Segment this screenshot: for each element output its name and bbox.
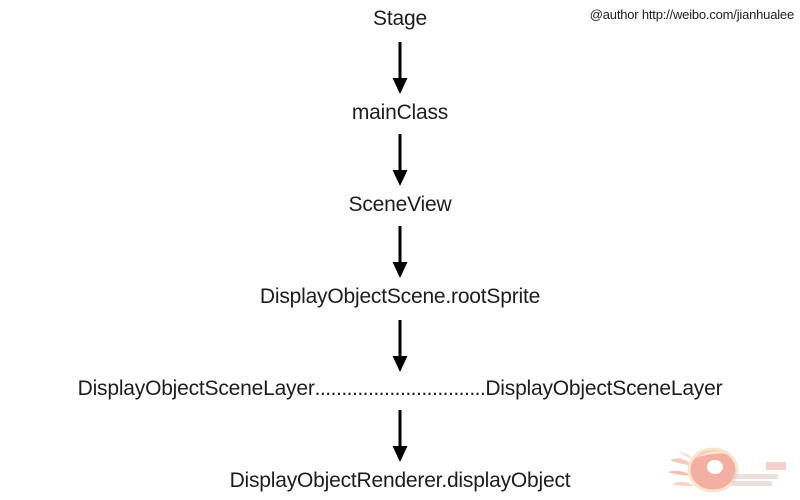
arrow-stage-to-mainclass xyxy=(386,42,414,94)
layer-connector-dots: ................................ xyxy=(314,377,486,400)
node-renderer-display-object: DisplayObjectRenderer.displayObject xyxy=(229,469,571,492)
node-stage: Stage xyxy=(373,7,427,30)
site-logo-watermark-icon xyxy=(666,444,792,496)
arrow-mainclass-to-sceneview xyxy=(386,134,414,186)
author-credit: @author http://weibo.com/jianhualee xyxy=(589,7,794,22)
node-main-class: mainClass xyxy=(351,101,449,124)
arrow-sceneview-to-rootsprite xyxy=(386,226,414,278)
node-scene-layer-right: DisplayObjectSceneLayer xyxy=(485,377,723,400)
node-scene-layer-left: DisplayObjectSceneLayer xyxy=(77,377,315,400)
arrow-rootsprite-to-layers xyxy=(386,320,414,372)
scene-layer-row: DisplayObjectSceneLayer.................… xyxy=(0,376,800,402)
node-scene-view: SceneView xyxy=(348,193,452,216)
node-scene-root-sprite: DisplayObjectScene.rootSprite xyxy=(259,285,541,308)
arrow-layers-to-renderer xyxy=(386,410,414,462)
